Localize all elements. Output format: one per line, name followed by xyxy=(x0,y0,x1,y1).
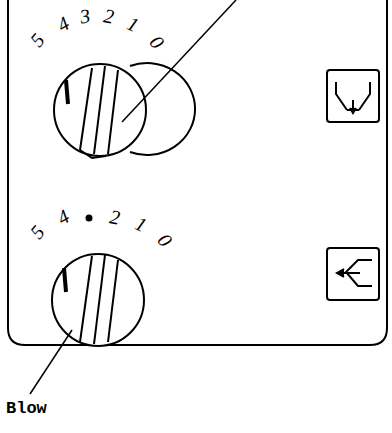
scale-number: 4 xyxy=(54,13,73,35)
scale-number: 1 xyxy=(124,13,142,35)
top-knob xyxy=(54,63,195,158)
panel-outline xyxy=(8,0,387,345)
leader-line xyxy=(122,0,236,122)
scale-number: 1 xyxy=(132,213,150,235)
scale-number: 0 xyxy=(146,32,168,53)
scale-number: 5 xyxy=(26,30,48,51)
nozzle-icon xyxy=(327,70,379,122)
scale-dot xyxy=(87,216,92,221)
scale-number: 2 xyxy=(102,5,115,26)
scale-number: 2 xyxy=(108,206,121,227)
scale-number: 5 xyxy=(26,222,48,243)
leader-line xyxy=(30,330,72,394)
scale-number: 4 xyxy=(54,206,73,228)
blow-icon xyxy=(327,248,379,300)
scale-number: 0 xyxy=(154,230,176,251)
part-label: Blow xyxy=(6,400,47,417)
scale-number: 3 xyxy=(78,5,91,26)
bottom-knob xyxy=(52,216,144,347)
